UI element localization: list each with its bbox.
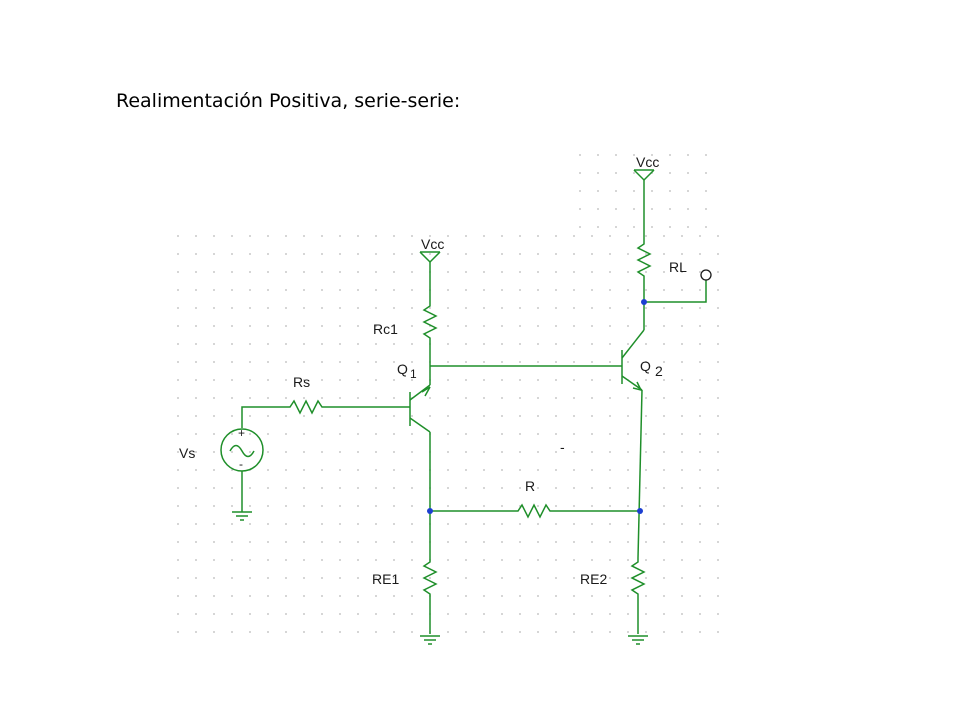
ground-symbol-re1 <box>420 635 440 645</box>
junction-node-re1 <box>427 508 433 514</box>
resistor-re1: RE1 <box>372 558 438 634</box>
junction-node-re2 <box>637 508 643 514</box>
voltage-source-vs: + - Vs <box>179 426 264 472</box>
junction-node-rl <box>641 299 647 305</box>
resistor-rc1-label: Rc1 <box>373 321 398 337</box>
transistor-q2-index: 2 <box>655 363 663 379</box>
resistor-rc1: Rc1 <box>373 300 438 345</box>
resistor-r-feedback: R <box>515 478 555 519</box>
resistor-re2: RE2 <box>580 558 646 634</box>
source-plus-mark: + <box>238 426 245 440</box>
source-minus-mark: - <box>239 457 243 471</box>
ground-symbol-re2 <box>628 635 648 645</box>
transistor-q2: Q 2 <box>621 329 663 392</box>
transistor-q2-letter: Q <box>640 358 651 374</box>
vcc-label-left: Vcc <box>421 236 444 252</box>
transistor-q1-letter: Q <box>397 361 408 377</box>
vcc-label-right: Vcc <box>636 154 659 170</box>
stray-mark: - <box>560 439 565 455</box>
output-terminal <box>700 269 712 281</box>
voltage-source-label: Vs <box>179 445 195 461</box>
resistor-rl: RL <box>636 238 687 330</box>
vcc-symbol-right: Vcc <box>633 154 659 238</box>
resistor-re2-label: RE2 <box>580 571 607 587</box>
resistor-rs: Rs <box>285 374 330 415</box>
ground-symbol-source <box>232 511 252 521</box>
transistor-q1: Q 1 <box>397 361 431 433</box>
resistor-re1-label: RE1 <box>372 571 399 587</box>
resistor-r-label: R <box>525 478 535 494</box>
vcc-symbol-left: Vcc <box>419 236 444 300</box>
slide-title: Realimentación Positiva, serie-serie: <box>116 90 461 112</box>
resistor-rs-label: Rs <box>293 374 310 390</box>
transistor-q1-index: 1 <box>410 367 417 381</box>
schematic-grid <box>177 154 719 633</box>
resistor-rl-label: RL <box>669 259 687 275</box>
